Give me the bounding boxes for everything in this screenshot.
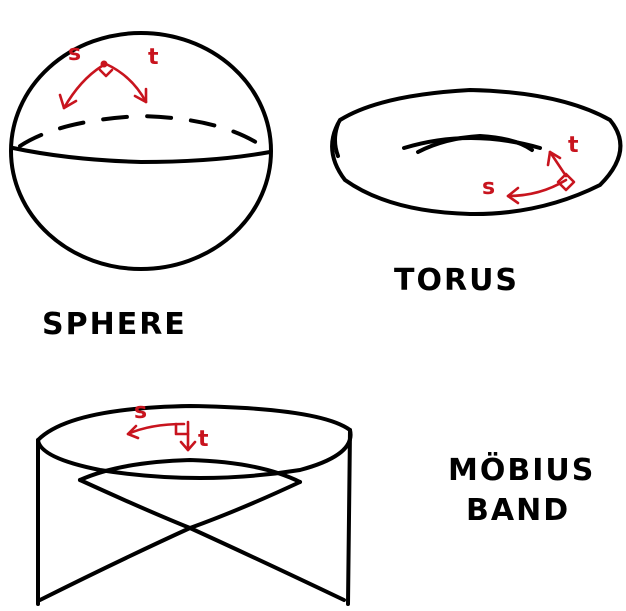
torus-t-label: t bbox=[568, 133, 579, 158]
sphere-equator-back bbox=[20, 116, 262, 146]
mobius-label-line1: MÖBIUS bbox=[448, 451, 595, 488]
sphere-outline bbox=[11, 33, 271, 269]
torus-outer-edge-extra bbox=[335, 124, 338, 156]
sphere-s-arrow bbox=[64, 66, 102, 108]
mobius-cross-strand-a bbox=[80, 480, 344, 600]
mobius-right-angle-mark bbox=[176, 424, 188, 434]
mobius-s-label: s bbox=[134, 399, 147, 424]
sphere-label: SPHERE bbox=[42, 307, 187, 342]
torus-figure: s t TORUS bbox=[332, 90, 620, 298]
sphere-t-label: t bbox=[148, 45, 159, 70]
torus-s-label: s bbox=[482, 175, 495, 200]
sphere-tangent-vectors: s t bbox=[60, 41, 159, 108]
mobius-figure: s t MÖBIUS BAND bbox=[38, 399, 595, 604]
sphere-right-angle-mark bbox=[100, 70, 112, 76]
sphere-figure: s t SPHERE bbox=[11, 33, 271, 342]
sphere-equator-front bbox=[13, 148, 270, 162]
mobius-cross-strand-b bbox=[40, 482, 300, 600]
mobius-label-line2: BAND bbox=[466, 493, 570, 528]
mobius-t-label: t bbox=[198, 427, 209, 452]
torus-label: TORUS bbox=[394, 263, 519, 298]
sphere-s-label: s bbox=[68, 41, 81, 66]
mobius-right-side bbox=[348, 430, 350, 604]
